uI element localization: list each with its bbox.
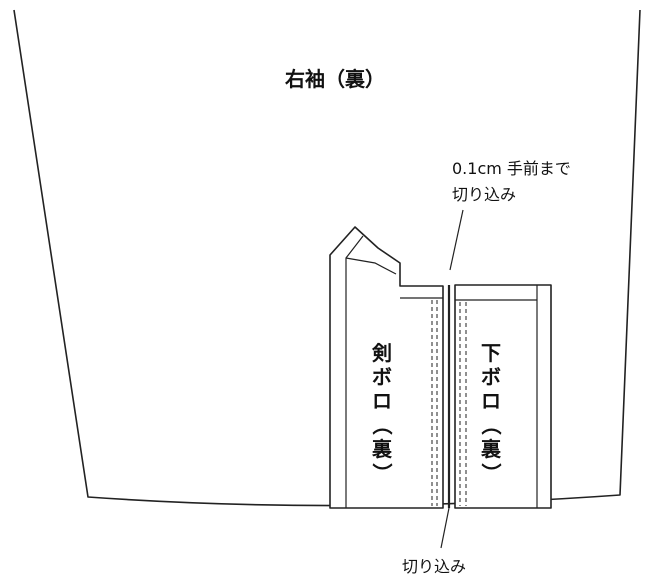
placket-under-char: ボ [481, 365, 501, 389]
placket-under-char: ） [479, 463, 503, 483]
placket-under-char: 下 [481, 341, 501, 365]
sword-placket-fold-line [345, 235, 397, 508]
placket-sword-char: ） [370, 463, 394, 483]
under-placket [454, 284, 552, 509]
top-note-line1: 0.1cm 手前まで [452, 159, 571, 178]
top-leader-line [449, 209, 464, 271]
bottom-note: 切り込み [402, 557, 466, 576]
placket-sword-char: 裏 [371, 437, 393, 461]
placket-under-char: 裏 [480, 437, 502, 461]
placket-sword-char: （ [370, 415, 394, 435]
placket-under-char: （ [479, 415, 503, 435]
under-placket-label: 下ボロ（裏） [479, 341, 503, 483]
bottom-leader-line [440, 507, 450, 549]
placket-sword-char: ロ [372, 389, 392, 413]
top-note-line2: 切り込み [452, 185, 516, 204]
sword-placket [329, 226, 444, 509]
sword-placket-label: 剣ボロ（裏） [370, 341, 394, 483]
placket-under-char: ロ [481, 389, 501, 413]
sword-placket-outline [329, 226, 444, 509]
placket-sword-char: 剣 [371, 341, 392, 365]
placket-sword-char: ボ [372, 365, 392, 389]
sleeve-label: 右袖（裏） [285, 67, 385, 91]
under-placket-outline [454, 284, 552, 509]
